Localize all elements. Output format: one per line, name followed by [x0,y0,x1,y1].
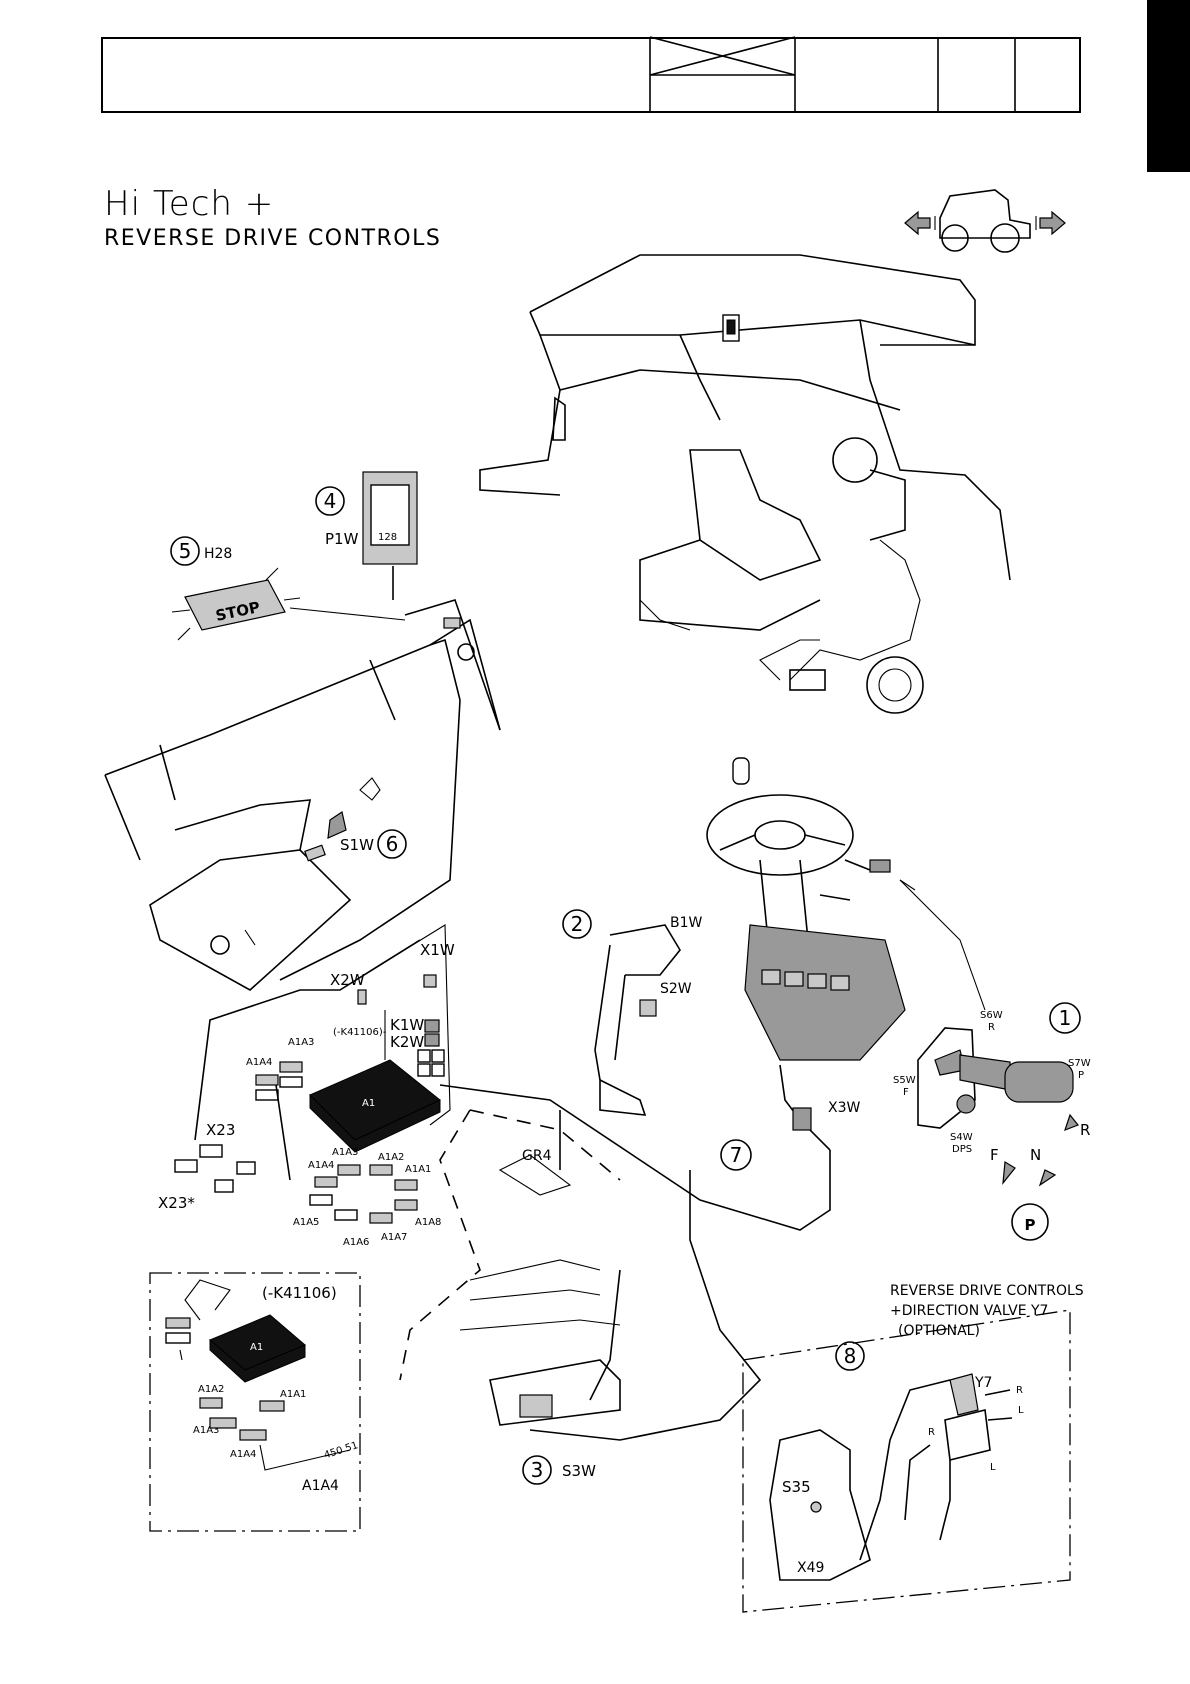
callout-3-seat-switch: 3 S3W [459,1259,621,1485]
callout-4-number: 4 [324,489,337,513]
callout-7-harness: 7 [399,1109,762,1441]
inset-r-mid: R [928,1427,935,1438]
label-a1a2: A1A2 [378,1152,404,1163]
label-x1w: X1W [420,941,455,959]
label-a1: A1 [362,1098,375,1109]
inset-x49: X49 [797,1560,824,1576]
callout-2-number: 2 [571,912,584,936]
callout-5-number: 5 [179,539,192,563]
callout-6-switch: S1W 6 [304,777,407,862]
control-unit-harness: X1W X2W (-K41106)- K1W K2W A1A4 A1A3 A1 … [158,924,831,1248]
label-s1w: S1W [340,836,374,854]
label-s6w: S6W [980,1010,1003,1021]
inset-l-top: L [1018,1405,1024,1416]
label-s7w: S7W [1068,1058,1091,1069]
title-block-frame [101,37,1081,113]
label-s2w: S2W [660,981,692,997]
label-s3w: S3W [562,1462,596,1480]
inset-option-title-2: +DIRECTION VALVE Y7 [890,1303,1048,1319]
label-k1w: K1W [390,1016,424,1034]
heading-subtitle: REVERSE DRIVE CONTROLS [104,226,442,251]
label-x23star: X23* [158,1194,195,1212]
steering-column [706,757,986,1061]
label-a1a1: A1A1 [405,1164,431,1175]
inset-r-top: R [1016,1385,1023,1396]
label-x23: X23 [206,1121,235,1139]
tractor-cab-overview [479,254,1011,714]
diagram-heading: Hi Tech + REVERSE DRIVE CONTROLS [104,184,441,254]
dir-r: R [1080,1121,1090,1139]
inset-k41106-title: (-K41106) [262,1284,337,1302]
label-s4w: S4W [950,1132,973,1143]
inset-y7: Y7 [974,1375,992,1391]
inset-option-title-3: (OPTIONAL) [898,1323,980,1339]
label-s6w-sub: R [988,1022,995,1033]
callout-6-number: 6 [386,832,399,856]
label-b1w: B1W [670,915,703,931]
callout-7-number: 7 [730,1143,743,1167]
callout-2-pedal-switches: 2 B1W S2W [562,909,703,1116]
label-s4w-sub: DPS [952,1144,972,1155]
reverse-direction-tractor-icon [904,189,1066,253]
inset-a1a4-bottom: A1A4 [302,1478,339,1494]
inset-option-title-1: REVERSE DRIVE CONTROLS [890,1283,1084,1299]
inset-k41106: (-K41106) A1 A1A2 A1A1 A1A3 A1A4 450 51 … [149,1272,361,1532]
label-gr4: GR4 [522,1148,552,1164]
inset-direction-valve: REVERSE DRIVE CONTROLS +DIRECTION VALVE … [742,1283,1084,1613]
callout-4-display: 4 P1W 128 [315,471,418,600]
dir-f: F [990,1146,999,1164]
label-k2w: K2W [390,1033,424,1051]
label-a1a6: A1A6 [343,1237,369,1248]
heading-title: Hi Tech + [104,184,275,224]
inset-s35: S35 [782,1478,811,1496]
label-a1a7: A1A7 [381,1232,407,1243]
dir-n: N [1030,1146,1041,1164]
display-value: 128 [378,532,397,543]
callout-1-reverse-lever: 1 S6W R S7W P S5W F S4W DPS F N R P [893,1002,1091,1241]
label-x3w: X3W [828,1100,860,1116]
label-s5w: S5W [893,1075,916,1086]
label-a1a4-mid: A1A4 [308,1160,334,1171]
inset-a1a2: A1A2 [198,1384,224,1395]
inset-a1a1: A1A1 [280,1389,306,1400]
label-p1w: P1W [325,530,359,548]
label-a1a3-mid: A1A3 [332,1147,358,1158]
inset-a1a4: A1A4 [230,1449,256,1460]
inset-l-bottom: L [990,1462,996,1473]
label-s5w-sub: F [903,1087,909,1098]
label-x2w: X2W [330,971,365,989]
callout-1-number: 1 [1059,1006,1072,1030]
x3w-connector: X3W [779,1064,860,1151]
callout-3-number: 3 [531,1458,544,1482]
label-a1a3-top: A1A3 [288,1037,314,1048]
label-a1a4-top: A1A4 [246,1057,272,1068]
page-edge-tab [1147,0,1190,172]
inset-wire-no: 450 51 [323,1440,360,1461]
title-block-grid [649,36,1016,113]
label-s7w-sub: P [1078,1070,1084,1081]
park-symbol: P [1025,1216,1036,1234]
label-h28: H28 [204,546,232,562]
label-k41106-tag: (-K41106)- [333,1027,387,1038]
inset-a1: A1 [250,1342,263,1353]
callout-8-number: 8 [844,1344,857,1368]
label-a1a8: A1A8 [415,1217,441,1228]
dashboard-section [104,599,501,991]
inset-a1a3: A1A3 [193,1425,219,1436]
label-a1a5: A1A5 [293,1217,319,1228]
